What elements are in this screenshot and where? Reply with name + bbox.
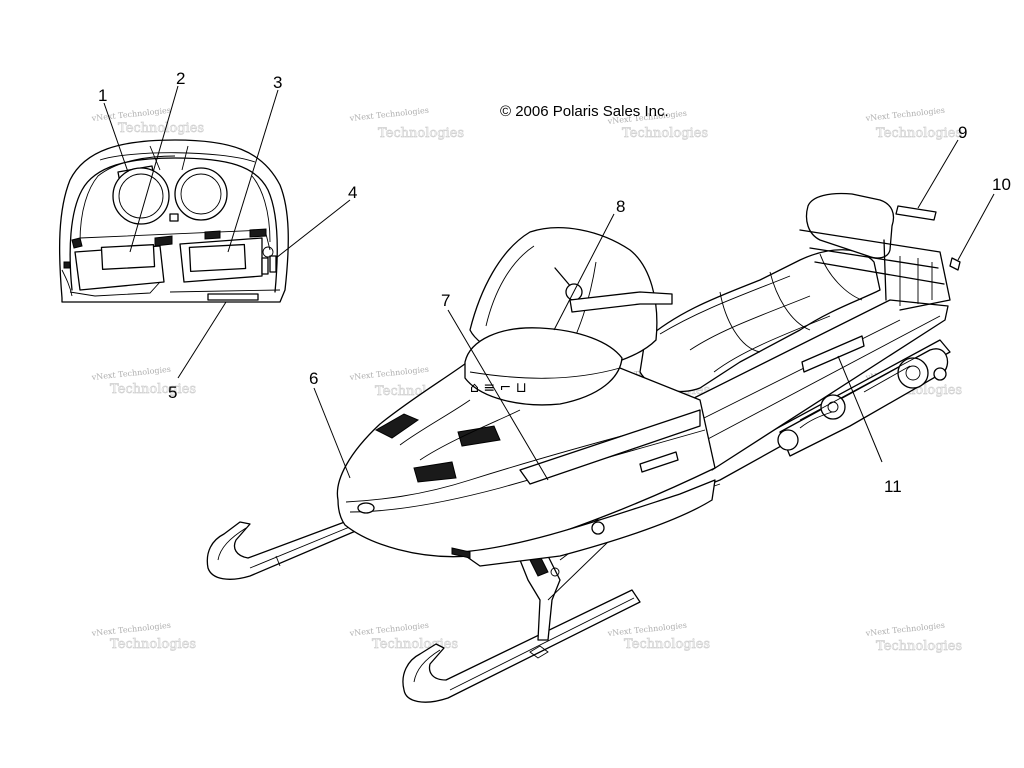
console-glyphs: ⌂ ≡ ⌐ ⊔ — [470, 380, 527, 396]
callout-8: 8 — [616, 197, 625, 216]
dashboard-console — [58, 139, 289, 303]
callout-3: 3 — [273, 73, 282, 92]
callout-11: 11 — [884, 477, 902, 496]
leader-lines — [103, 85, 995, 481]
callout-numbers: 1 2 3 4 5 6 7 8 9 10 11 — [98, 69, 1011, 496]
watermark: vNext Technologies — [864, 621, 945, 638]
right-ski — [402, 589, 641, 703]
callout-5: 5 — [168, 383, 177, 402]
watermark: vNext Technologies — [348, 106, 429, 123]
watermark: vNext Technologies — [348, 365, 429, 382]
tunnel — [689, 299, 949, 471]
watermark-large: Technologies — [110, 382, 196, 397]
watermark-large: Technologies — [378, 126, 464, 141]
rear-track — [777, 348, 949, 457]
copyright-notice: © 2006 Polaris Sales Inc. — [500, 103, 669, 120]
callout-10: 10 — [992, 175, 1011, 194]
watermark-large: Technologies — [110, 637, 196, 652]
callout-9: 9 — [958, 123, 967, 142]
watermark: vNext Technologies — [90, 365, 171, 382]
watermark: vNext Technologies — [864, 106, 945, 123]
watermark-large: Technologies — [876, 639, 962, 654]
left-ski — [206, 519, 359, 580]
callout-7: 7 — [441, 291, 450, 310]
callout-4: 4 — [348, 183, 357, 202]
watermark-large: Technologies — [876, 126, 962, 141]
callout-1: 1 — [98, 86, 107, 105]
watermark-large: Technologies — [372, 637, 458, 652]
watermark: vNext Technologies — [348, 621, 429, 638]
seat — [639, 249, 881, 393]
watermark-large: Technologies — [622, 126, 708, 141]
watermark-large: Technologies — [624, 637, 710, 652]
callout-6: 6 — [309, 369, 318, 388]
snowmobile: ⌂ ≡ ⌐ ⊔ — [206, 192, 961, 703]
callout-2: 2 — [176, 69, 185, 88]
backrest-rack — [799, 192, 961, 311]
watermark: vNext Technologies — [606, 621, 687, 638]
watermark-large: Technologies — [118, 121, 204, 136]
watermark: vNext Technologies — [90, 621, 171, 638]
hood: ⌂ ≡ ⌐ ⊔ — [336, 327, 716, 567]
